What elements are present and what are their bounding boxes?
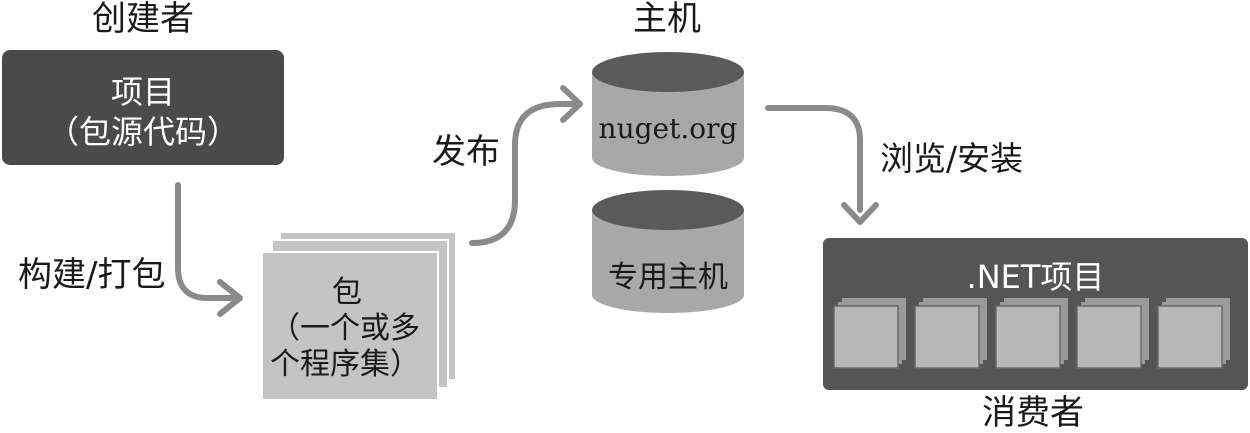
nuget-org-label: nuget.org: [598, 112, 738, 145]
build-arrow: [175, 182, 235, 301]
package-sheet-front: [261, 251, 439, 401]
browse-install-arrow: [765, 105, 863, 213]
installed-package-1: [833, 298, 906, 369]
installed-packages: [833, 298, 1230, 369]
publish-arrow: [469, 101, 578, 246]
creator-project-line2: （包源代码）: [46, 113, 239, 151]
build-arrowhead: [217, 279, 243, 317]
creator-project-box: [2, 50, 284, 165]
build-pack-label: 构建/打包: [18, 255, 166, 295]
package-line2: （一个或多: [270, 311, 420, 346]
creator-title: 创建者: [92, 0, 194, 39]
browse-install-label: 浏览/安装: [880, 139, 1024, 178]
installed-package-2: [914, 298, 987, 369]
private-host-database-icon: [592, 190, 744, 313]
host-title: 主机: [633, 0, 701, 39]
publish-arrowhead: [560, 85, 583, 123]
private-host-label: 专用主机: [608, 260, 728, 295]
installed-package-4: [1076, 298, 1149, 369]
creator-project-line1: 项目: [110, 73, 175, 111]
installed-package-5: [1157, 298, 1230, 369]
package-label: 包 （一个或多 个程序集）: [270, 275, 435, 383]
browse-install-arrowhead: [841, 202, 879, 225]
package-line1: 包: [332, 275, 362, 310]
package-line3: 个程序集）: [270, 347, 420, 382]
consumer-label: 消费者: [982, 393, 1084, 433]
installed-package-3: [995, 298, 1068, 369]
nuget-database-icon: [592, 52, 744, 176]
net-project-title: .NET项目: [966, 258, 1105, 296]
creator-project-label: 项目 （包源代码）: [2, 72, 284, 152]
publish-label: 发布: [432, 132, 500, 172]
